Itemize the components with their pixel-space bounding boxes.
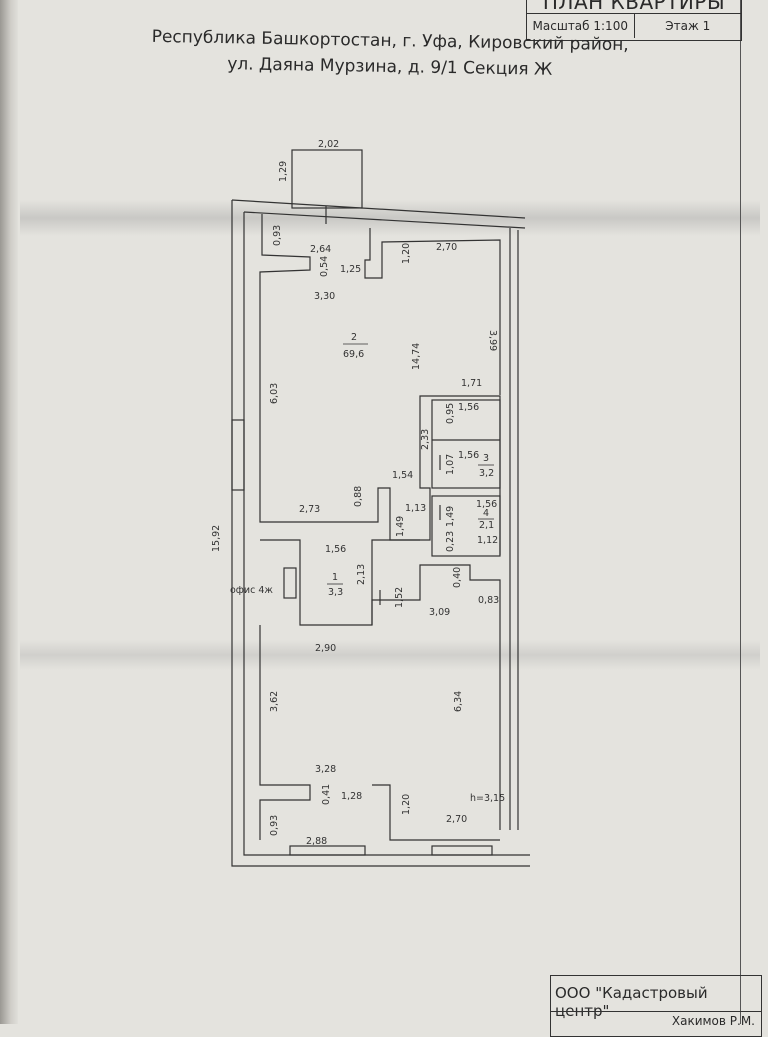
dim-label: 1,56 <box>325 544 346 555</box>
room-number: 2 <box>351 332 357 343</box>
dim-label: 0,95 <box>445 403 456 424</box>
dim-label: 0,40 <box>452 567 463 588</box>
dim-label: 1,20 <box>401 794 412 815</box>
room-area: 3,2 <box>479 468 494 479</box>
dim-label: 1,20 <box>401 243 412 264</box>
dim-label: 2,70 <box>446 814 467 825</box>
dim-label: 0,54 <box>319 256 330 277</box>
frame-border <box>740 0 741 1024</box>
dim-label: 2,33 <box>420 429 431 450</box>
room-area: 2,1 <box>479 520 494 531</box>
dim-label: 1,29 <box>278 161 289 182</box>
dim-label: 2,90 <box>315 643 336 654</box>
signatory-name: Хакимов Р.М. <box>671 1014 755 1028</box>
dimension-labels: 2,02 1,29 0,93 2,64 0,54 1,25 1,20 2,70 … <box>211 139 499 847</box>
dim-label: 0,93 <box>272 225 283 246</box>
room-number: 1 <box>332 572 338 583</box>
dim-label: 1,28 <box>341 791 362 802</box>
company-stamp: ООО "Кадастровый центр" Хакимов Р.М. <box>550 975 762 1037</box>
dim-label: 2,88 <box>306 836 327 847</box>
scan-artifact <box>20 640 760 670</box>
dim-label: 1,52 <box>394 587 405 608</box>
walls <box>231 149 530 867</box>
dim-label: 15,92 <box>211 525 222 552</box>
dim-label: 3,30 <box>314 291 335 302</box>
dim-label: 1,56 <box>458 402 479 413</box>
page-binding <box>0 0 18 1024</box>
plan-title: ПЛАН КВАРТИРЫ <box>542 0 726 14</box>
dim-label: 0,83 <box>478 595 499 606</box>
dim-label: 2,64 <box>310 244 331 255</box>
dim-label: 2,73 <box>299 504 320 515</box>
scale-label: Масштаб 1:100 <box>532 19 628 33</box>
ceiling-height: h=3,15 <box>470 793 505 804</box>
dim-label: 2,02 <box>318 139 339 150</box>
dim-label: 1,25 <box>340 264 361 275</box>
dim-label: 1,54 <box>392 470 413 481</box>
dim-label: 0,41 <box>321 784 332 805</box>
office-label: офис 4ж <box>230 585 273 596</box>
dim-label: 0,23 <box>445 531 456 552</box>
title-block: ПЛАН КВАРТИРЫ Масштаб 1:100 Этаж 1 <box>526 0 742 41</box>
dim-label: 1,71 <box>461 378 482 389</box>
room-area: 3,3 <box>328 587 343 598</box>
room-area: 69,6 <box>343 349 364 360</box>
dim-label: 1,49 <box>445 506 456 527</box>
dim-label: 0,88 <box>353 486 364 507</box>
dim-label: 6,03 <box>269 383 280 404</box>
dim-label: 1,07 <box>445 454 456 475</box>
room-number: 3 <box>483 453 489 464</box>
dim-label: 0,93 <box>269 815 280 836</box>
room-number: 4 <box>483 508 489 519</box>
dim-label: 1,12 <box>477 535 498 546</box>
dim-label: 2,70 <box>436 242 457 253</box>
floor-label: Этаж 1 <box>633 14 742 38</box>
dim-label: 1,56 <box>458 450 479 461</box>
dim-label: 3,09 <box>429 607 450 618</box>
dim-label: 6,34 <box>453 691 464 712</box>
dim-label: 3,62 <box>269 691 280 712</box>
room-labels: 2 69,6 3 3,2 4 2,1 1 3,3 офис 4ж h=3,15 <box>230 332 505 804</box>
dim-label: 3,28 <box>315 764 336 775</box>
scan-artifact <box>20 200 760 236</box>
dim-label: 1,13 <box>405 503 426 514</box>
dim-label: 3,99 <box>487 330 498 351</box>
dim-label: 2,13 <box>356 564 367 585</box>
dim-label: 1,56 <box>476 499 497 510</box>
dim-label: 14,74 <box>411 343 422 370</box>
dim-label: 1,49 <box>395 516 406 537</box>
